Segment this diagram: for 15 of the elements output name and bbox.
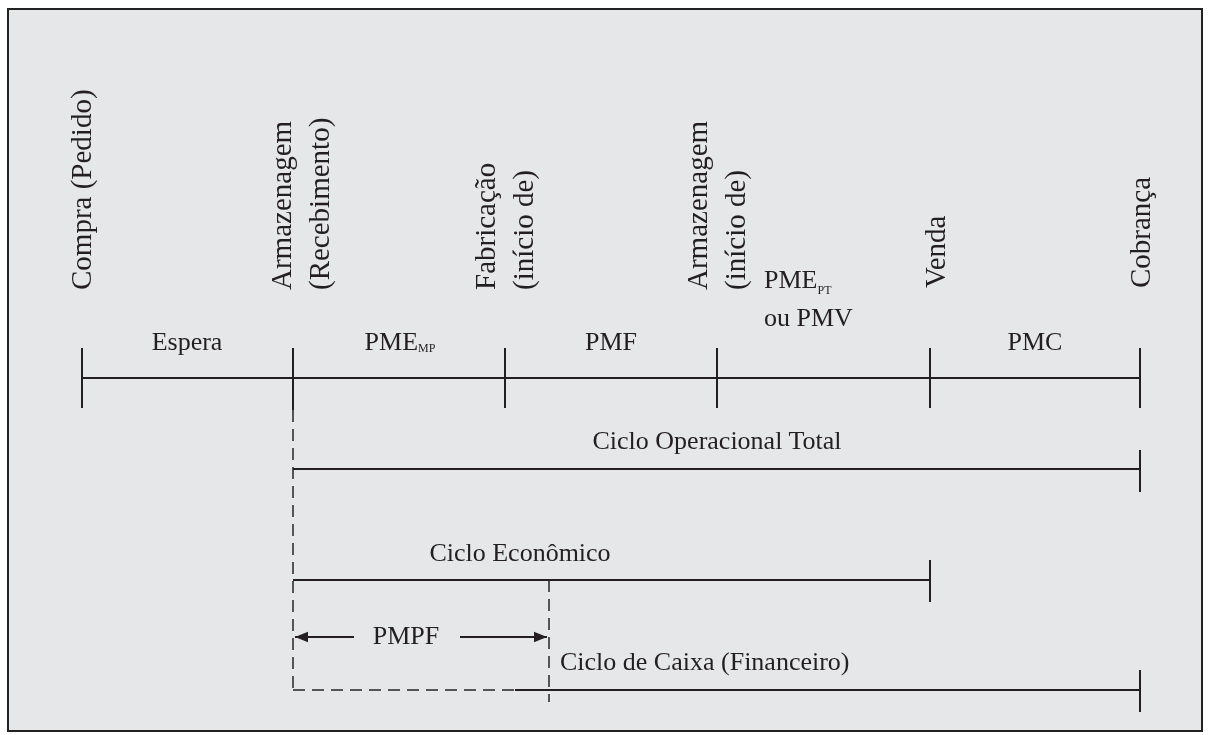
- vertical-label: Venda: [918, 214, 952, 288]
- span-label: Ciclo Econômico: [429, 537, 611, 569]
- span-label: Ciclo Operacional Total: [592, 425, 842, 457]
- segment-label: PME$_{PT}$ ou PMV: [764, 266, 854, 333]
- vertical-label: Armazenagem (Recebimento): [264, 116, 336, 290]
- segment-label: PMF: [585, 326, 637, 358]
- vertical-label: Fabricação (início de): [468, 161, 540, 290]
- vertical-label: Cobrança: [1123, 175, 1157, 288]
- segment-label: Espera: [151, 326, 223, 358]
- span-label: Ciclo de Caixa (Financeiro): [560, 646, 850, 678]
- dimension-label: PMPF: [372, 620, 440, 652]
- segment-label: PMC: [1007, 326, 1063, 358]
- segment-label: PME$_{MP}$: [364, 326, 436, 358]
- vertical-label: Armazenagem (início de): [680, 119, 752, 290]
- vertical-label: Compra (Pedido): [64, 88, 98, 290]
